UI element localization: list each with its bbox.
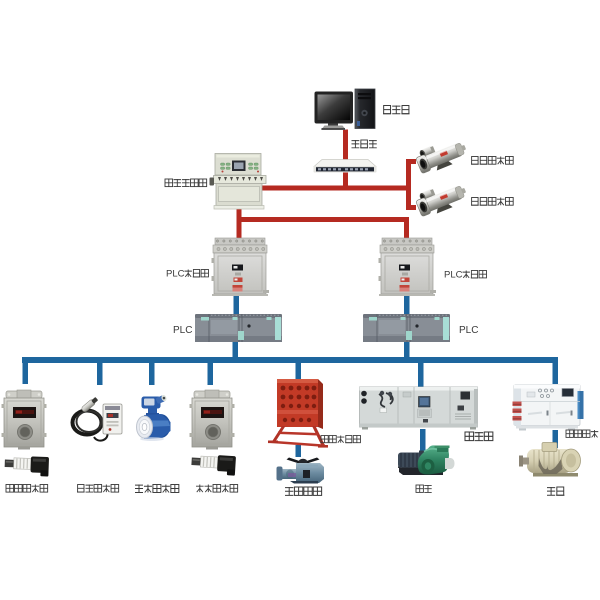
svg-text:PLC: PLC bbox=[459, 325, 478, 336]
svg-text:PLC: PLC bbox=[166, 269, 185, 280]
svg-text:PLC: PLC bbox=[444, 270, 463, 281]
svg-text:PLC: PLC bbox=[173, 325, 192, 336]
